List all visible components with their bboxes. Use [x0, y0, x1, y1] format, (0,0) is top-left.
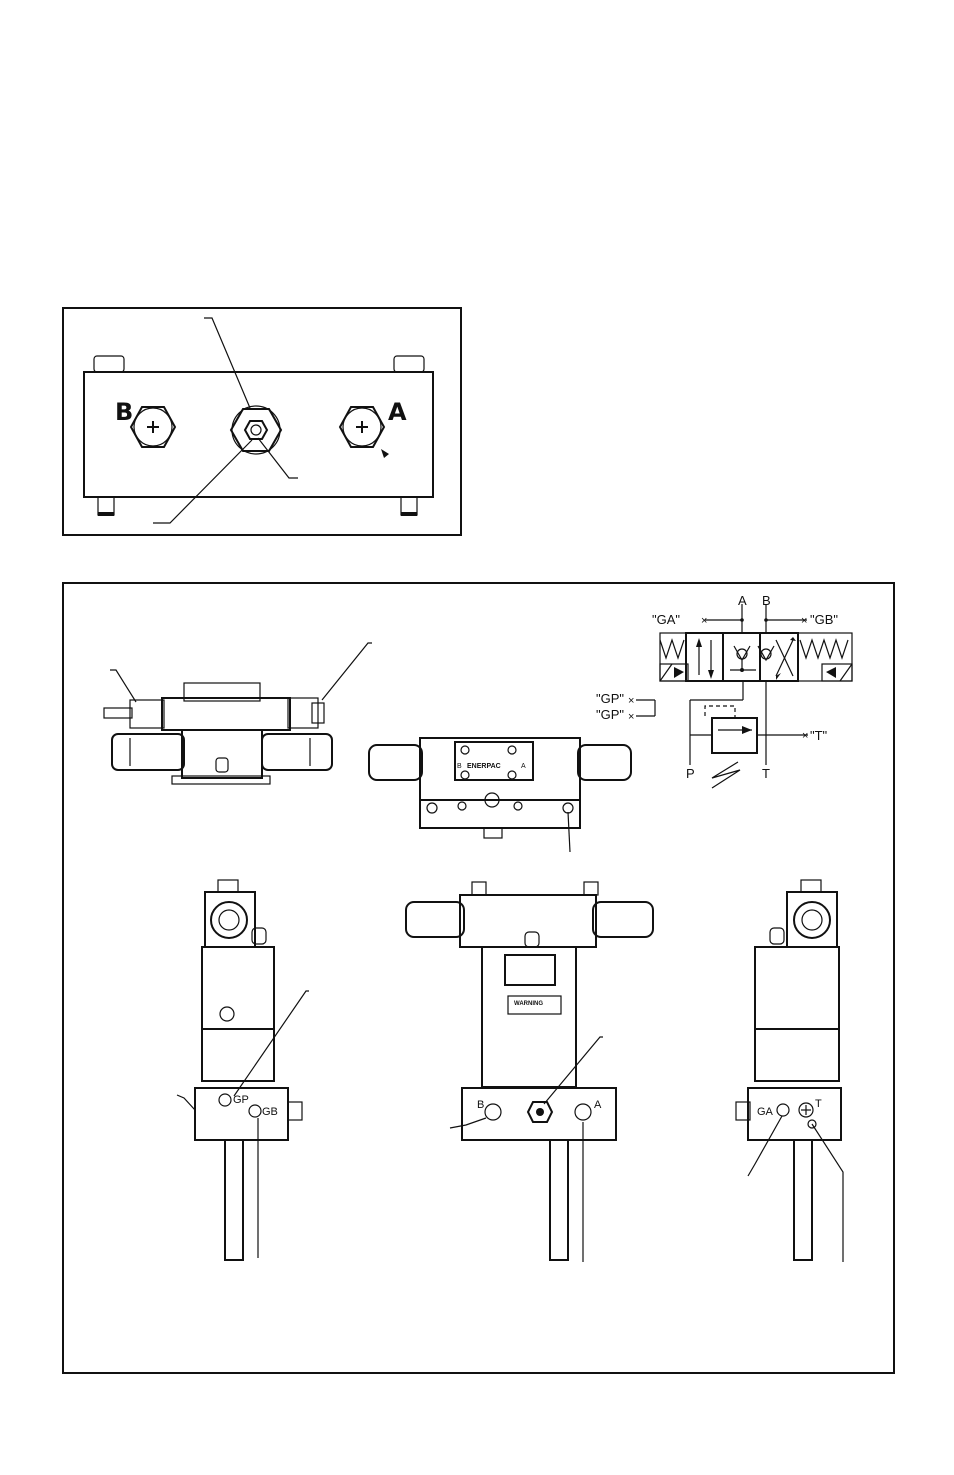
svg-text:A: A: [521, 763, 526, 770]
schematic-gauge-p2: "GP": [596, 707, 624, 722]
figure-1-manifold-view: B A: [62, 307, 462, 536]
front-base-block: [461, 1087, 617, 1141]
leader-lock-nut: [257, 437, 298, 479]
top-lug-left: [93, 355, 125, 373]
port-a-fitting: [338, 406, 389, 458]
top-lug-right: [393, 355, 425, 373]
warning-label: [507, 995, 562, 1015]
relief-valve-symbol: [711, 717, 758, 754]
schematic-gauge-a: "GA": [652, 612, 680, 627]
valve-envelope: [659, 632, 853, 682]
svg-text:×: ×: [628, 695, 634, 707]
leader-adjust-screw: [153, 439, 253, 524]
figure-1-frame: [62, 307, 462, 536]
schematic-port-a: A: [738, 593, 747, 608]
valve-nameplate: [454, 741, 534, 781]
side-elevation-view: [103, 642, 372, 785]
pressure-port-fitting: [229, 405, 283, 455]
schematic-gauge-b: "GB": [810, 612, 838, 627]
schematic-port-t: T: [762, 766, 770, 781]
front-port-a-label: A: [594, 1099, 602, 1111]
schematic-port-b: B: [762, 593, 771, 608]
spring-right: [799, 638, 849, 660]
right-side-view: GA T: [735, 879, 844, 1262]
top-plan-view: ENERPAC B A: [368, 737, 632, 853]
right-view-ga-label: GA: [757, 1106, 774, 1118]
left-view-gp-label: GP: [233, 1094, 249, 1106]
manifold-block: [83, 371, 434, 498]
svg-text:B: B: [457, 763, 462, 770]
svg-text:×: ×: [801, 615, 807, 627]
front-port-b-label: B: [477, 1099, 484, 1111]
port-b-fitting: [129, 406, 177, 448]
port-b-label: B: [115, 398, 133, 426]
hydraulic-schematic: × × A B "GA" "GB" × × "GP" "GP" × "T" P …: [596, 593, 853, 789]
left-side-view: GP GB: [176, 879, 309, 1261]
leader-relief-valve: [204, 317, 251, 409]
spring-left: [659, 638, 685, 660]
relief-spring: [711, 761, 741, 789]
directional-valve: [685, 632, 799, 682]
schematic-tank-gauge: "T": [810, 728, 828, 743]
svg-text:×: ×: [628, 711, 634, 723]
front-view: WARNING B A: [405, 881, 654, 1262]
warning-text: WARNING: [514, 1001, 543, 1007]
nameplate-text: ENERPAC: [467, 763, 501, 770]
left-view-gb-label: GB: [262, 1106, 278, 1118]
schematic-gauge-p1: "GP": [596, 691, 624, 706]
figure-2-frame: [62, 582, 895, 1374]
schematic-port-p: P: [686, 766, 695, 781]
svg-text:×: ×: [802, 730, 808, 742]
port-a-label: A: [388, 398, 407, 426]
right-view-t-label: T: [815, 1098, 822, 1110]
solenoid-left: [659, 663, 689, 682]
solenoid-right: [821, 663, 853, 682]
svg-text:×: ×: [701, 615, 707, 627]
